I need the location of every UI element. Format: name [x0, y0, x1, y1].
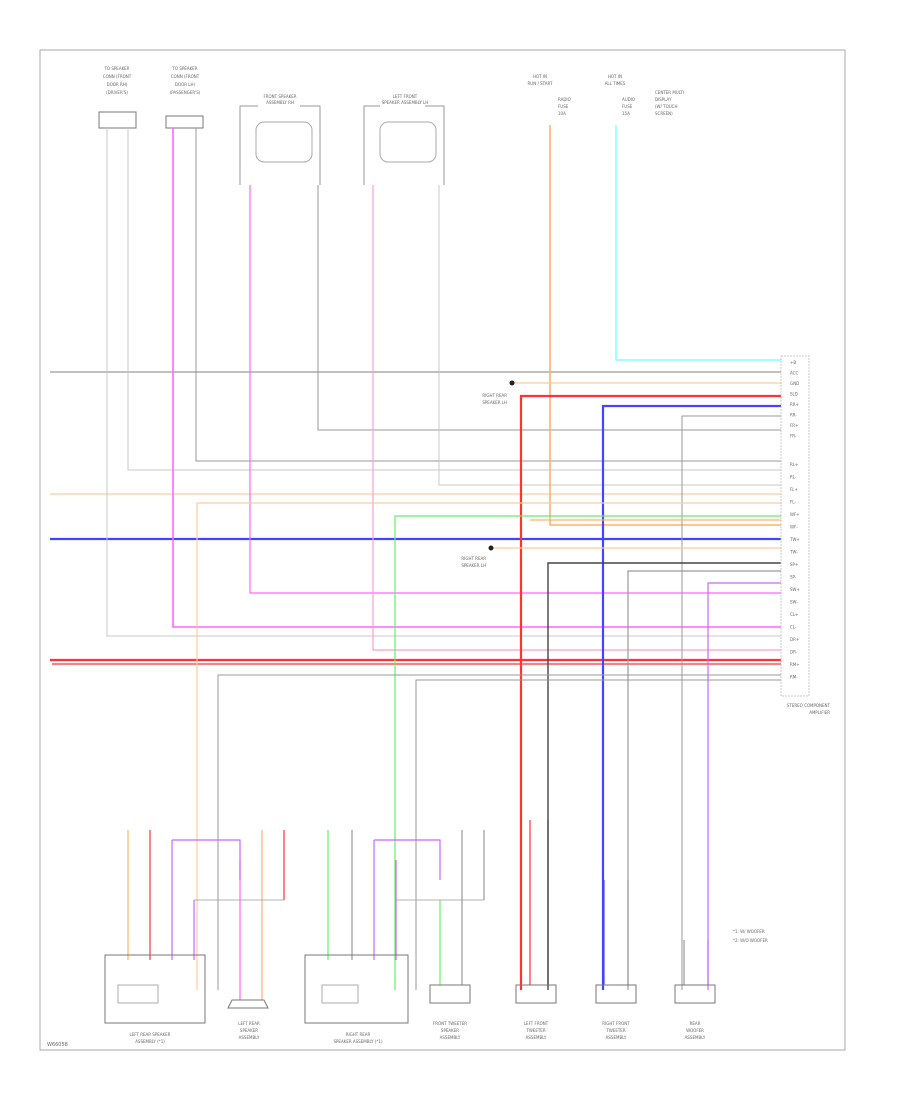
module-pin-u0: +B	[790, 360, 796, 365]
module-pin-u4: RR+	[790, 402, 799, 407]
module-pin-u2: GND	[790, 381, 799, 386]
module-pin-u6: FR+	[790, 423, 798, 428]
wire-gray-v2	[627, 570, 785, 990]
wire-lc2-a	[172, 128, 785, 628]
wire-purple-v	[707, 582, 785, 990]
module-pin-l16: RM+	[790, 662, 800, 667]
module-pin-u5: RR-	[790, 413, 797, 418]
wire-fsrh-b	[317, 185, 785, 431]
module-pin-l5: WF-	[790, 525, 798, 530]
legend: *1: W/ WOOFER*2: W/O WOOFER	[733, 929, 768, 943]
module-pin-u7: FR-	[790, 434, 797, 439]
module-pin-l15: DR-	[790, 650, 798, 655]
module-pin-l9: SP-	[790, 575, 797, 580]
wire-gray-v	[681, 415, 785, 990]
wire-lc1-b	[127, 128, 785, 471]
svg-text:*1: W/ WOOFER*2: W/O WOOFER: *1: W/ WOOFER*2: W/O WOOFER	[733, 929, 768, 943]
module-pin-l0: RL+	[790, 462, 798, 467]
module-pin-l13: CL-	[790, 625, 797, 630]
module-pin-l4: WF+	[790, 512, 800, 517]
page-label: W66058	[47, 1042, 68, 1048]
module-pin-l6: TW+	[789, 537, 800, 542]
wire-green-v	[394, 515, 785, 990]
wire-bridge-2	[374, 839, 441, 880]
wire-lc2-b	[195, 128, 785, 462]
wire-lc1-a	[106, 128, 785, 637]
stereo-amplifier-module: +B ACC GND SLD RR+ RR- FR+ FR- RL+ RL- FL+ FL- WF+ WF…	[780, 355, 831, 715]
wire-blue-v	[601, 404, 785, 990]
wire-fslh-a	[372, 185, 785, 651]
wire-fslh-b	[438, 185, 785, 486]
wire-power-cyan	[615, 125, 785, 361]
module-pin-l7: TW-	[789, 550, 798, 555]
module-pin-labels: +B ACC GND SLD RR+ RR- FR+ FR- RL+ RL- FL+ FL- WF+ WF…	[789, 360, 800, 680]
wire-power-orange	[549, 125, 785, 526]
wire-gray-low	[217, 674, 785, 990]
module-pin-l2: FL+	[790, 487, 798, 492]
wire-bridge-1	[172, 839, 241, 880]
wire-gray-low2	[415, 679, 785, 990]
module-pin-l10: SW+	[790, 587, 800, 592]
module-pin-l8: SP+	[790, 562, 798, 567]
wire-group	[50, 125, 785, 1000]
module-pin-l1: RL-	[790, 475, 797, 480]
wire-lightorange-v	[196, 502, 785, 990]
module-pin-u3: SLD	[790, 392, 798, 397]
diagram-frame	[39, 49, 846, 1051]
module-pin-l12: CL+	[790, 612, 798, 617]
module-pin-u1: ACC	[790, 371, 798, 376]
module-pin-l14: DR+	[790, 637, 799, 642]
wire-red-v	[519, 394, 785, 990]
wire-fsrh-a	[249, 185, 785, 594]
module-pin-l17: RM-	[790, 675, 798, 680]
module-pin-l3: FL-	[790, 500, 796, 505]
module-pin-l11: SW-	[790, 600, 798, 605]
